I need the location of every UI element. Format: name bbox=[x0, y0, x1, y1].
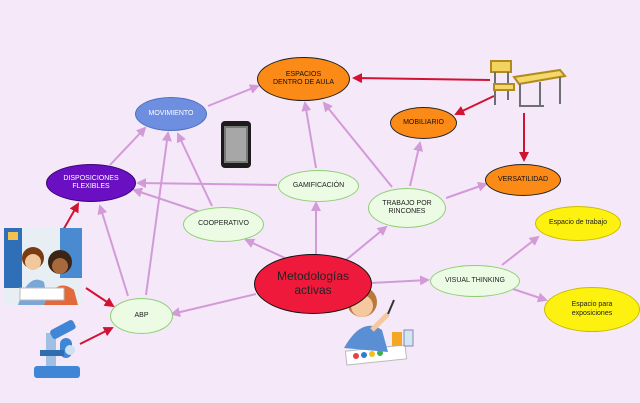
node-mobiliario: MOBILIARIO bbox=[390, 107, 457, 139]
arrow-movimiento-to-espacios bbox=[207, 84, 260, 107]
tablet-icon bbox=[221, 121, 251, 168]
node-versatilidad: VERSATILIDAD bbox=[485, 164, 561, 196]
arrow-kids-to-disposiciones bbox=[61, 202, 79, 233]
arrow-kids-to-abp bbox=[85, 287, 115, 308]
arrow-cooperativo-to-movimiento bbox=[176, 132, 213, 207]
arrow-trabajo-to-versatilidad bbox=[445, 181, 488, 199]
school-desk-icon bbox=[490, 60, 567, 107]
arrow-gamificacion-to-espacios bbox=[301, 101, 317, 169]
node-abp: ABP bbox=[110, 298, 173, 334]
arrow-cooperativo-to-disposiciones bbox=[132, 187, 201, 213]
node-trabajo: TRABAJO POR RINCONES bbox=[368, 188, 446, 228]
arrow-central-to-trabajo bbox=[345, 225, 388, 261]
node-espacio-exposiciones: Espacio para exposiciones bbox=[544, 287, 640, 332]
arrow-microscope-to-abp bbox=[79, 327, 114, 345]
arrow-desk-to-mobiliario bbox=[454, 95, 495, 116]
child-painting-icon bbox=[344, 287, 414, 366]
arrow-central-to-cooperativo bbox=[244, 238, 286, 259]
arrow-visual-to-espacio-exposiciones bbox=[509, 287, 548, 303]
arrow-trabajo-to-espacios bbox=[322, 101, 393, 188]
arrow-gamificacion-to-disposiciones bbox=[136, 178, 278, 189]
arrow-abp-to-movimiento bbox=[145, 131, 172, 296]
arrow-abp-to-disposiciones bbox=[97, 204, 129, 297]
arrow-central-to-visual bbox=[370, 275, 430, 286]
arrow-disposiciones-to-movimiento bbox=[109, 126, 147, 166]
node-visual: VISUAL THINKING bbox=[430, 265, 520, 297]
node-gamificacion: GAMIFICACIÓN bbox=[278, 170, 359, 202]
node-movimiento: MOVIMIENTO bbox=[135, 97, 207, 131]
microscope-icon bbox=[34, 320, 80, 378]
arrow-central-to-abp bbox=[170, 293, 257, 318]
arrow-trabajo-to-mobiliario bbox=[409, 141, 424, 187]
arrow-visual-to-espacio-trabajo bbox=[501, 235, 540, 266]
node-espacio-trabajo: Espacio de trabajo bbox=[535, 206, 621, 241]
node-cooperativo: COOPERATIVO bbox=[183, 207, 264, 242]
node-central: Metodologías activas bbox=[254, 254, 372, 314]
node-disposiciones: DISPOSICIONES FLEXIBLES bbox=[46, 164, 136, 202]
arrow-desk-to-espacios bbox=[352, 73, 491, 84]
children-reading-icon bbox=[4, 228, 82, 305]
node-espacios: ESPACIOS DENTRO DE AULA bbox=[257, 57, 350, 101]
